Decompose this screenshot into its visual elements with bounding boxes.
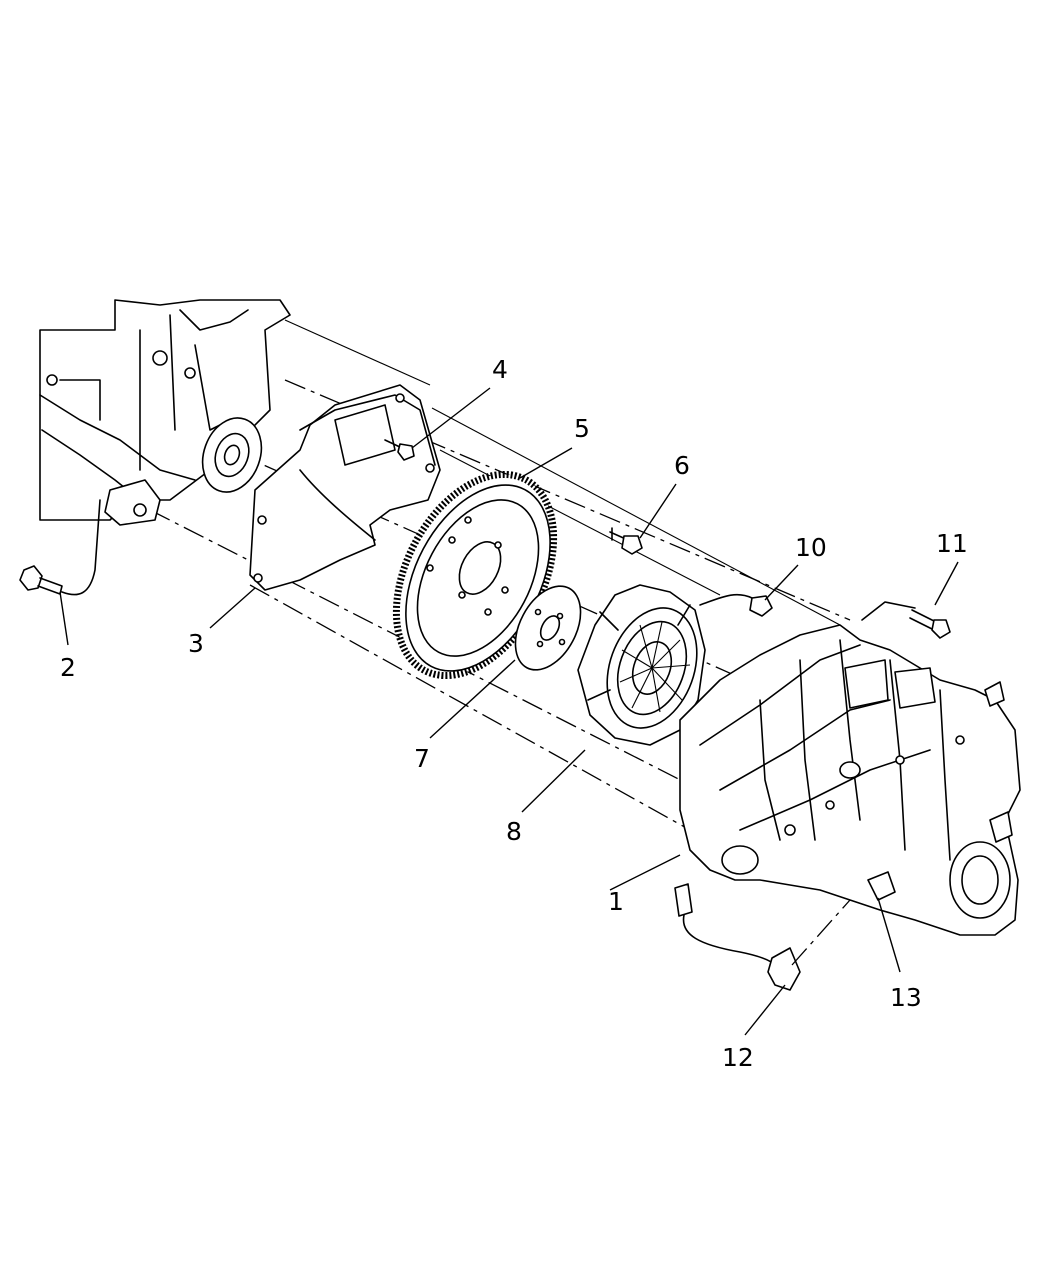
callout-leaders bbox=[59, 387, 959, 1036]
part-5-flywheel bbox=[392, 470, 558, 680]
callout-11: 11 bbox=[936, 529, 968, 558]
callout-1: 1 bbox=[608, 887, 624, 916]
callout-4: 4 bbox=[492, 355, 508, 384]
part-2-bolt bbox=[19, 499, 101, 596]
callout-10: 10 bbox=[795, 533, 827, 562]
part-6-bolt bbox=[609, 527, 643, 555]
callout-13: 13 bbox=[890, 983, 922, 1012]
callout-8: 8 bbox=[506, 817, 522, 846]
callout-6: 6 bbox=[674, 451, 690, 480]
callout-3: 3 bbox=[188, 629, 204, 658]
part-13-boss bbox=[867, 871, 896, 901]
part-10-bolt bbox=[699, 593, 773, 617]
callout-5: 5 bbox=[574, 414, 590, 443]
part-7-drive-plate bbox=[514, 585, 582, 671]
part-3-adapter-plate bbox=[249, 384, 441, 591]
part-12-sensor bbox=[674, 883, 851, 991]
part-8-clutch-assembly bbox=[577, 584, 706, 746]
part-4-bolt bbox=[384, 439, 415, 461]
part-11-bolt bbox=[861, 601, 951, 639]
callout-12: 12 bbox=[722, 1043, 754, 1072]
callout-labels: 1 2 3 4 5 6 7 8 10 11 12 13 bbox=[60, 355, 968, 1072]
callout-2: 2 bbox=[60, 653, 76, 682]
engine-block bbox=[39, 299, 291, 526]
part-1-transmission bbox=[679, 624, 1021, 936]
callout-7: 7 bbox=[414, 744, 430, 773]
